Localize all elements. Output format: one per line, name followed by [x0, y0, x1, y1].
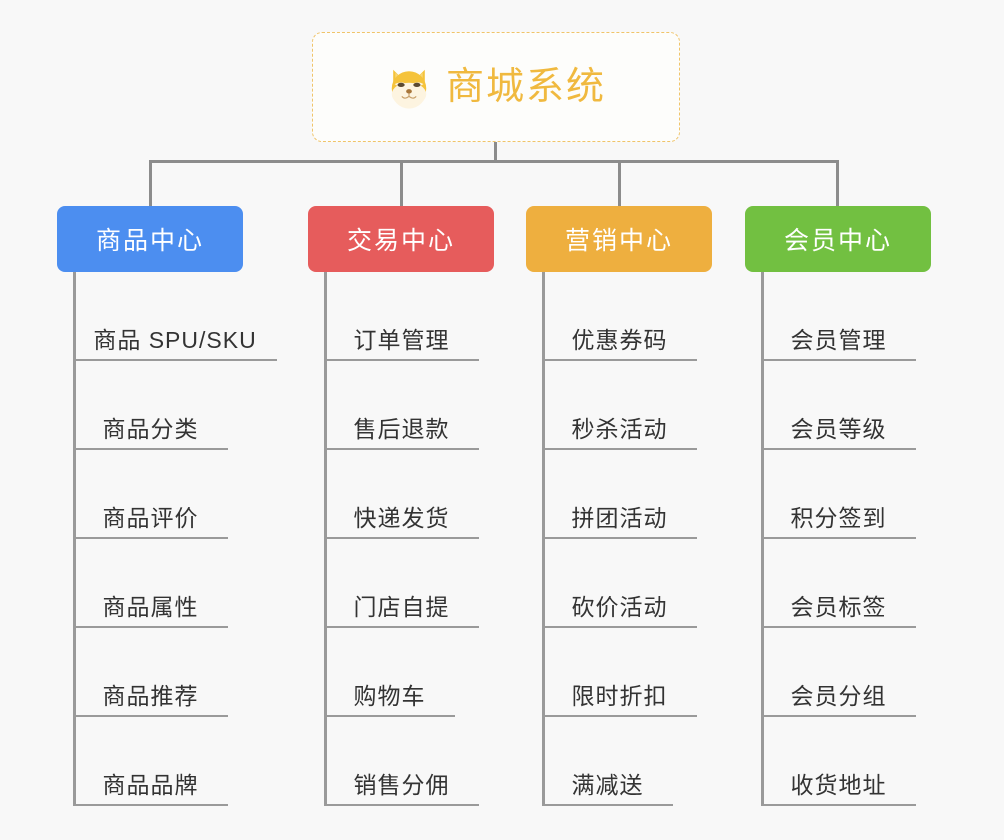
branch-label: 营销中心 — [564, 227, 673, 255]
leaf-label: 订单管理 — [353, 327, 450, 354]
branch-label: 会员中心 — [783, 227, 892, 255]
leaf-item[interactable]: 商品品牌 — [73, 717, 228, 806]
branch-header-marketing-center[interactable]: 营销中心 — [526, 206, 712, 272]
leaf-label: 秒杀活动 — [571, 416, 668, 443]
leaf-item[interactable]: 积分签到 — [761, 450, 916, 539]
branch-label: 商品中心 — [95, 227, 204, 255]
leaf-label: 会员分组 — [790, 683, 887, 710]
connector-drop-1 — [149, 160, 152, 206]
connector-drop-2 — [400, 160, 403, 206]
leaf-item[interactable]: 会员分组 — [761, 628, 916, 717]
leaf-item[interactable]: 限时折扣 — [542, 628, 697, 717]
leaf-label: 拼团活动 — [571, 505, 668, 532]
leaf-label: 商品分类 — [102, 416, 199, 443]
leaf-item[interactable]: 商品属性 — [73, 539, 228, 628]
connector-root-stem — [494, 142, 497, 162]
leaf-item[interactable]: 购物车 — [324, 628, 455, 717]
leaf-item[interactable]: 快递发货 — [324, 450, 479, 539]
leaf-label: 会员等级 — [790, 416, 887, 443]
leaf-item[interactable]: 会员等级 — [761, 361, 916, 450]
leaf-item[interactable]: 商品推荐 — [73, 628, 228, 717]
branch-header-trade-center[interactable]: 交易中心 — [308, 206, 494, 272]
leaf-label: 商品 SPU/SKU — [93, 327, 257, 354]
leaf-label: 商品品牌 — [102, 772, 199, 799]
leaf-label: 会员管理 — [790, 327, 887, 354]
leaf-label: 商品评价 — [102, 505, 199, 532]
leaf-item[interactable]: 优惠券码 — [542, 272, 697, 361]
leaf-item[interactable]: 拼团活动 — [542, 450, 697, 539]
leaf-item[interactable]: 收货地址 — [761, 717, 916, 806]
branch-spine — [761, 272, 764, 806]
leaf-item[interactable]: 秒杀活动 — [542, 361, 697, 450]
branch-spine — [73, 272, 76, 806]
leaf-label: 砍价活动 — [571, 594, 668, 621]
branch-spine — [542, 272, 545, 806]
leaf-item[interactable]: 砍价活动 — [542, 539, 697, 628]
leaf-item[interactable]: 订单管理 — [324, 272, 479, 361]
leaf-label: 销售分佣 — [353, 772, 450, 799]
connector-bus — [149, 160, 839, 163]
leaf-item[interactable]: 会员标签 — [761, 539, 916, 628]
leaf-label: 售后退款 — [353, 416, 450, 443]
branch-header-member-center[interactable]: 会员中心 — [745, 206, 931, 272]
leaf-item[interactable]: 满减送 — [542, 717, 673, 806]
leaf-label: 限时折扣 — [571, 683, 668, 710]
leaf-item[interactable]: 商品评价 — [73, 450, 228, 539]
connector-drop-3 — [618, 160, 621, 206]
branch-label: 交易中心 — [346, 227, 455, 255]
leaf-label: 购物车 — [353, 683, 426, 710]
root-node[interactable]: 商城系统 — [312, 32, 680, 142]
leaf-item[interactable]: 门店自提 — [324, 539, 479, 628]
leaf-label: 会员标签 — [790, 594, 887, 621]
leaf-label: 快递发货 — [353, 505, 450, 532]
leaf-label: 商品推荐 — [102, 683, 199, 710]
root-title: 商城系统 — [445, 66, 606, 108]
branch-header-product-center[interactable]: 商品中心 — [57, 206, 243, 272]
leaf-label: 满减送 — [571, 772, 644, 799]
leaf-item[interactable]: 商品 SPU/SKU — [73, 272, 277, 361]
leaf-item[interactable]: 商品分类 — [73, 361, 228, 450]
leaf-label: 收货地址 — [790, 772, 887, 799]
connector-drop-4 — [836, 160, 839, 206]
leaf-item[interactable]: 售后退款 — [324, 361, 479, 450]
leaf-label: 门店自提 — [353, 594, 450, 621]
leaf-label: 优惠券码 — [571, 327, 668, 354]
leaf-label: 商品属性 — [102, 594, 199, 621]
leaf-label: 积分签到 — [790, 505, 887, 532]
branch-spine — [324, 272, 327, 806]
leaf-item[interactable]: 会员管理 — [761, 272, 916, 361]
leaf-item[interactable]: 销售分佣 — [324, 717, 479, 806]
shiba-dog-icon — [391, 69, 427, 109]
